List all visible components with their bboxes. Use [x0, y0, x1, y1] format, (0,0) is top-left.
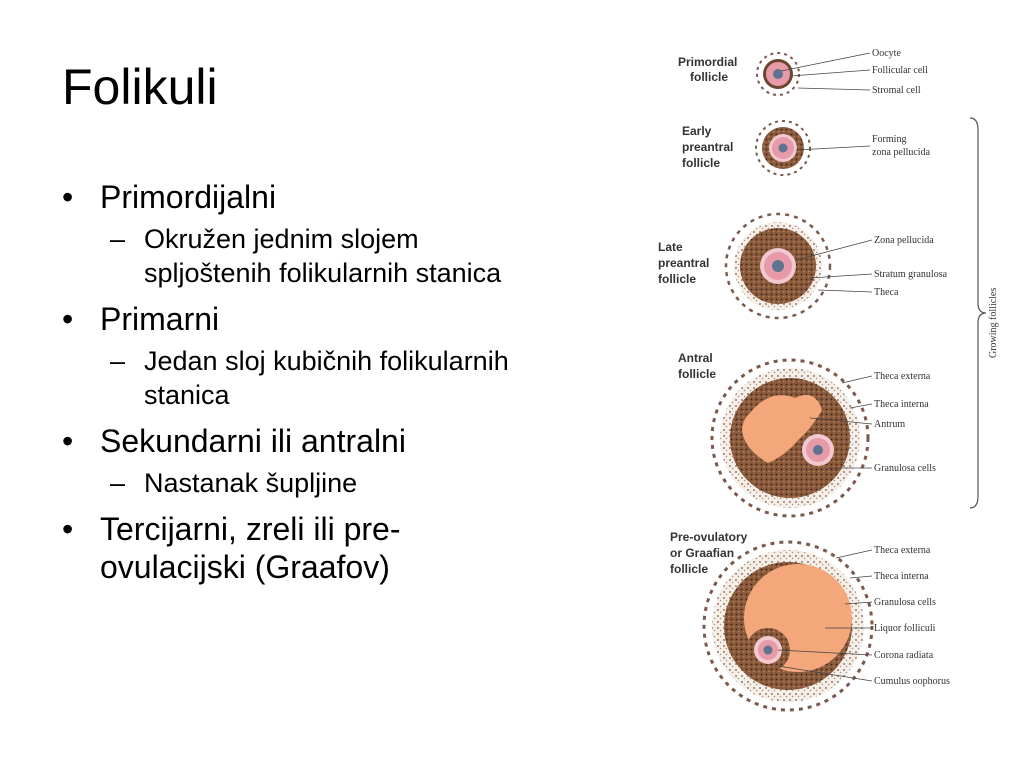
label-theca-interna: Theca interna	[874, 571, 929, 582]
label-stromal-cell: Stromal cell	[872, 85, 921, 96]
label-corona-radiata: Corona radiata	[874, 650, 934, 661]
leader-lines-late	[795, 239, 873, 293]
antral-follicle	[710, 358, 870, 518]
bullet-item-secondary: • Sekundarni ili antralni – Nastanak šup…	[62, 422, 532, 500]
label-growing-follicles: Growing follicles	[988, 288, 999, 358]
preovulatory-follicle	[702, 540, 874, 712]
label-liquor-folliculi: Liquor folliculi	[874, 623, 936, 634]
stage-label-late: Late preantral follicle	[658, 240, 713, 286]
label-oocyte: Oocyte	[872, 48, 901, 59]
late-preantral-follicle	[724, 212, 832, 320]
slide-title: Folikuli	[62, 59, 218, 115]
label-theca-externa-antral: Theca externa	[874, 371, 931, 382]
dash-icon: –	[110, 224, 126, 254]
dash-icon: –	[110, 468, 126, 498]
leader-lines-preovulatory	[777, 549, 873, 682]
label-theca-interna-antral: Theca interna	[874, 399, 929, 410]
label-granulosa-cells: Granulosa cells	[874, 597, 936, 608]
label-follicular-cell: Follicular cell	[872, 65, 928, 76]
label-zona-pellucida: Zona pellucida	[874, 235, 934, 246]
label-forming-zona: Forming zona pellucida	[872, 134, 931, 158]
bullet-icon: •	[62, 423, 74, 459]
bullet-icon: •	[62, 511, 74, 547]
sub-item: – Jedan sloj kubičnih folikularnih stani…	[100, 344, 532, 412]
dash-icon: –	[110, 346, 126, 376]
sub-item: – Nastanak šupljine	[100, 466, 532, 500]
stage-label-early: Early preantral follicle	[682, 124, 737, 170]
follicle-diagram: Primordial follicle Oocyte Follicular ce…	[658, 48, 999, 712]
bullet-icon: •	[62, 179, 74, 215]
bullet-list: • Primordijalni – Okružen jednim slojem …	[62, 178, 532, 590]
stage-label-primordial: Primordial follicle	[678, 55, 741, 84]
sub-text: Jedan sloj kubičnih folikularnih stanica	[144, 346, 509, 410]
leader-lines-antral	[809, 375, 873, 469]
sub-text: Nastanak šupljine	[144, 468, 358, 498]
growing-follicles-bracket	[969, 117, 987, 509]
bullet-item-tertiary: • Tercijarni, zreli ili pre-ovulacijski …	[62, 510, 532, 586]
stage-label-antral: Antral follicle	[678, 351, 716, 381]
bullet-text: Primarni	[100, 301, 220, 337]
label-cumulus-oophorus: Cumulus oophorus	[874, 676, 950, 687]
bullet-icon: •	[62, 301, 74, 337]
leader-lines-primordial	[780, 52, 871, 91]
sub-list: – Nastanak šupljine	[100, 466, 532, 500]
label-antrum: Antrum	[874, 419, 905, 430]
bullet-item-primary: • Primarni – Jedan sloj kubičnih folikul…	[62, 300, 532, 412]
primordial-follicle	[756, 52, 800, 96]
sub-list: – Okružen jednim slojem spljoštenih foli…	[100, 222, 532, 290]
label-theca-externa: Theca externa	[874, 545, 931, 556]
bullet-text: Tercijarni, zreli ili pre-ovulacijski (G…	[100, 511, 401, 585]
label-stratum-granulosa: Stratum granulosa	[874, 269, 948, 280]
sub-item: – Okružen jednim slojem spljoštenih foli…	[100, 222, 532, 290]
stage-label-preovulatory: Pre-ovulatory or Graafian follicle	[670, 530, 751, 576]
label-granulosa-cells-antral: Granulosa cells	[874, 463, 936, 474]
early-preantral-follicle	[755, 120, 811, 176]
label-theca: Theca	[874, 287, 899, 298]
bullet-item-primordial: • Primordijalni – Okružen jednim slojem …	[62, 178, 532, 290]
sub-list: – Jedan sloj kubičnih folikularnih stani…	[100, 344, 532, 412]
bullet-text: Primordijalni	[100, 179, 277, 215]
bullet-text: Sekundarni ili antralni	[100, 423, 406, 459]
sub-text: Okružen jednim slojem spljoštenih foliku…	[144, 224, 502, 288]
